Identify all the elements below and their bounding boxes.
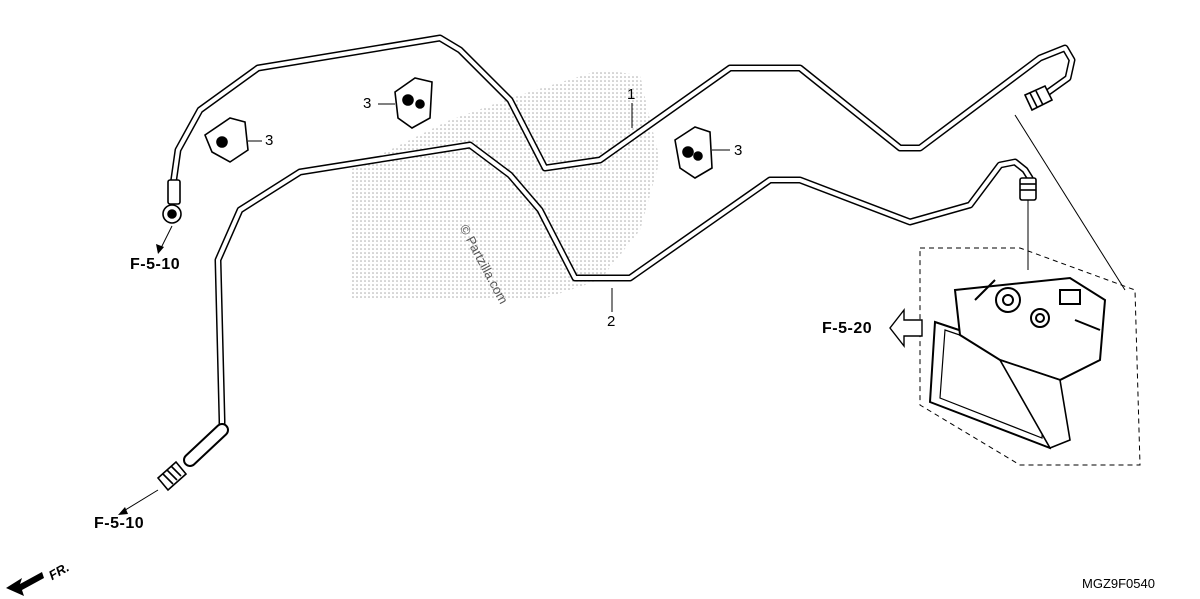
clamp-right[interactable] xyxy=(674,126,713,179)
callout-clamp-left: 3 xyxy=(265,132,274,149)
front-direction-arrow xyxy=(6,572,44,596)
abs-reference-arrow xyxy=(889,307,923,349)
callout-pipe-1: 1 xyxy=(627,86,636,103)
right-lower-fitting xyxy=(1019,177,1037,201)
callout-clamp-middle: 3 xyxy=(363,95,372,112)
callout-clamp-right: 3 xyxy=(734,142,743,159)
abs-unit-boundary xyxy=(919,247,1141,466)
arrowhead-upper-left xyxy=(156,244,164,254)
brake-pipe-2[interactable] xyxy=(183,141,1034,467)
diagram-code: MGZ9F0540 xyxy=(1082,576,1155,591)
stipple-silhouette xyxy=(350,70,660,300)
lower-left-fitting xyxy=(156,460,188,492)
arrowhead-lower-left xyxy=(118,507,128,515)
leader-lines xyxy=(121,103,1126,513)
clamp-left[interactable] xyxy=(204,117,249,163)
brake-pipe-1[interactable] xyxy=(168,34,1076,196)
callout-pipe-2: 2 xyxy=(607,313,616,330)
ref-abs-unit[interactable]: F-5-20 xyxy=(822,320,873,337)
ref-lower-left[interactable]: F-5-10 xyxy=(94,515,145,532)
clamp-middle[interactable] xyxy=(394,77,433,129)
abs-modulator-unit[interactable] xyxy=(928,276,1107,450)
upper-left-fitting xyxy=(162,179,182,224)
right-upper-fitting xyxy=(1023,84,1054,112)
ref-upper-left[interactable]: F-5-10 xyxy=(130,256,181,273)
